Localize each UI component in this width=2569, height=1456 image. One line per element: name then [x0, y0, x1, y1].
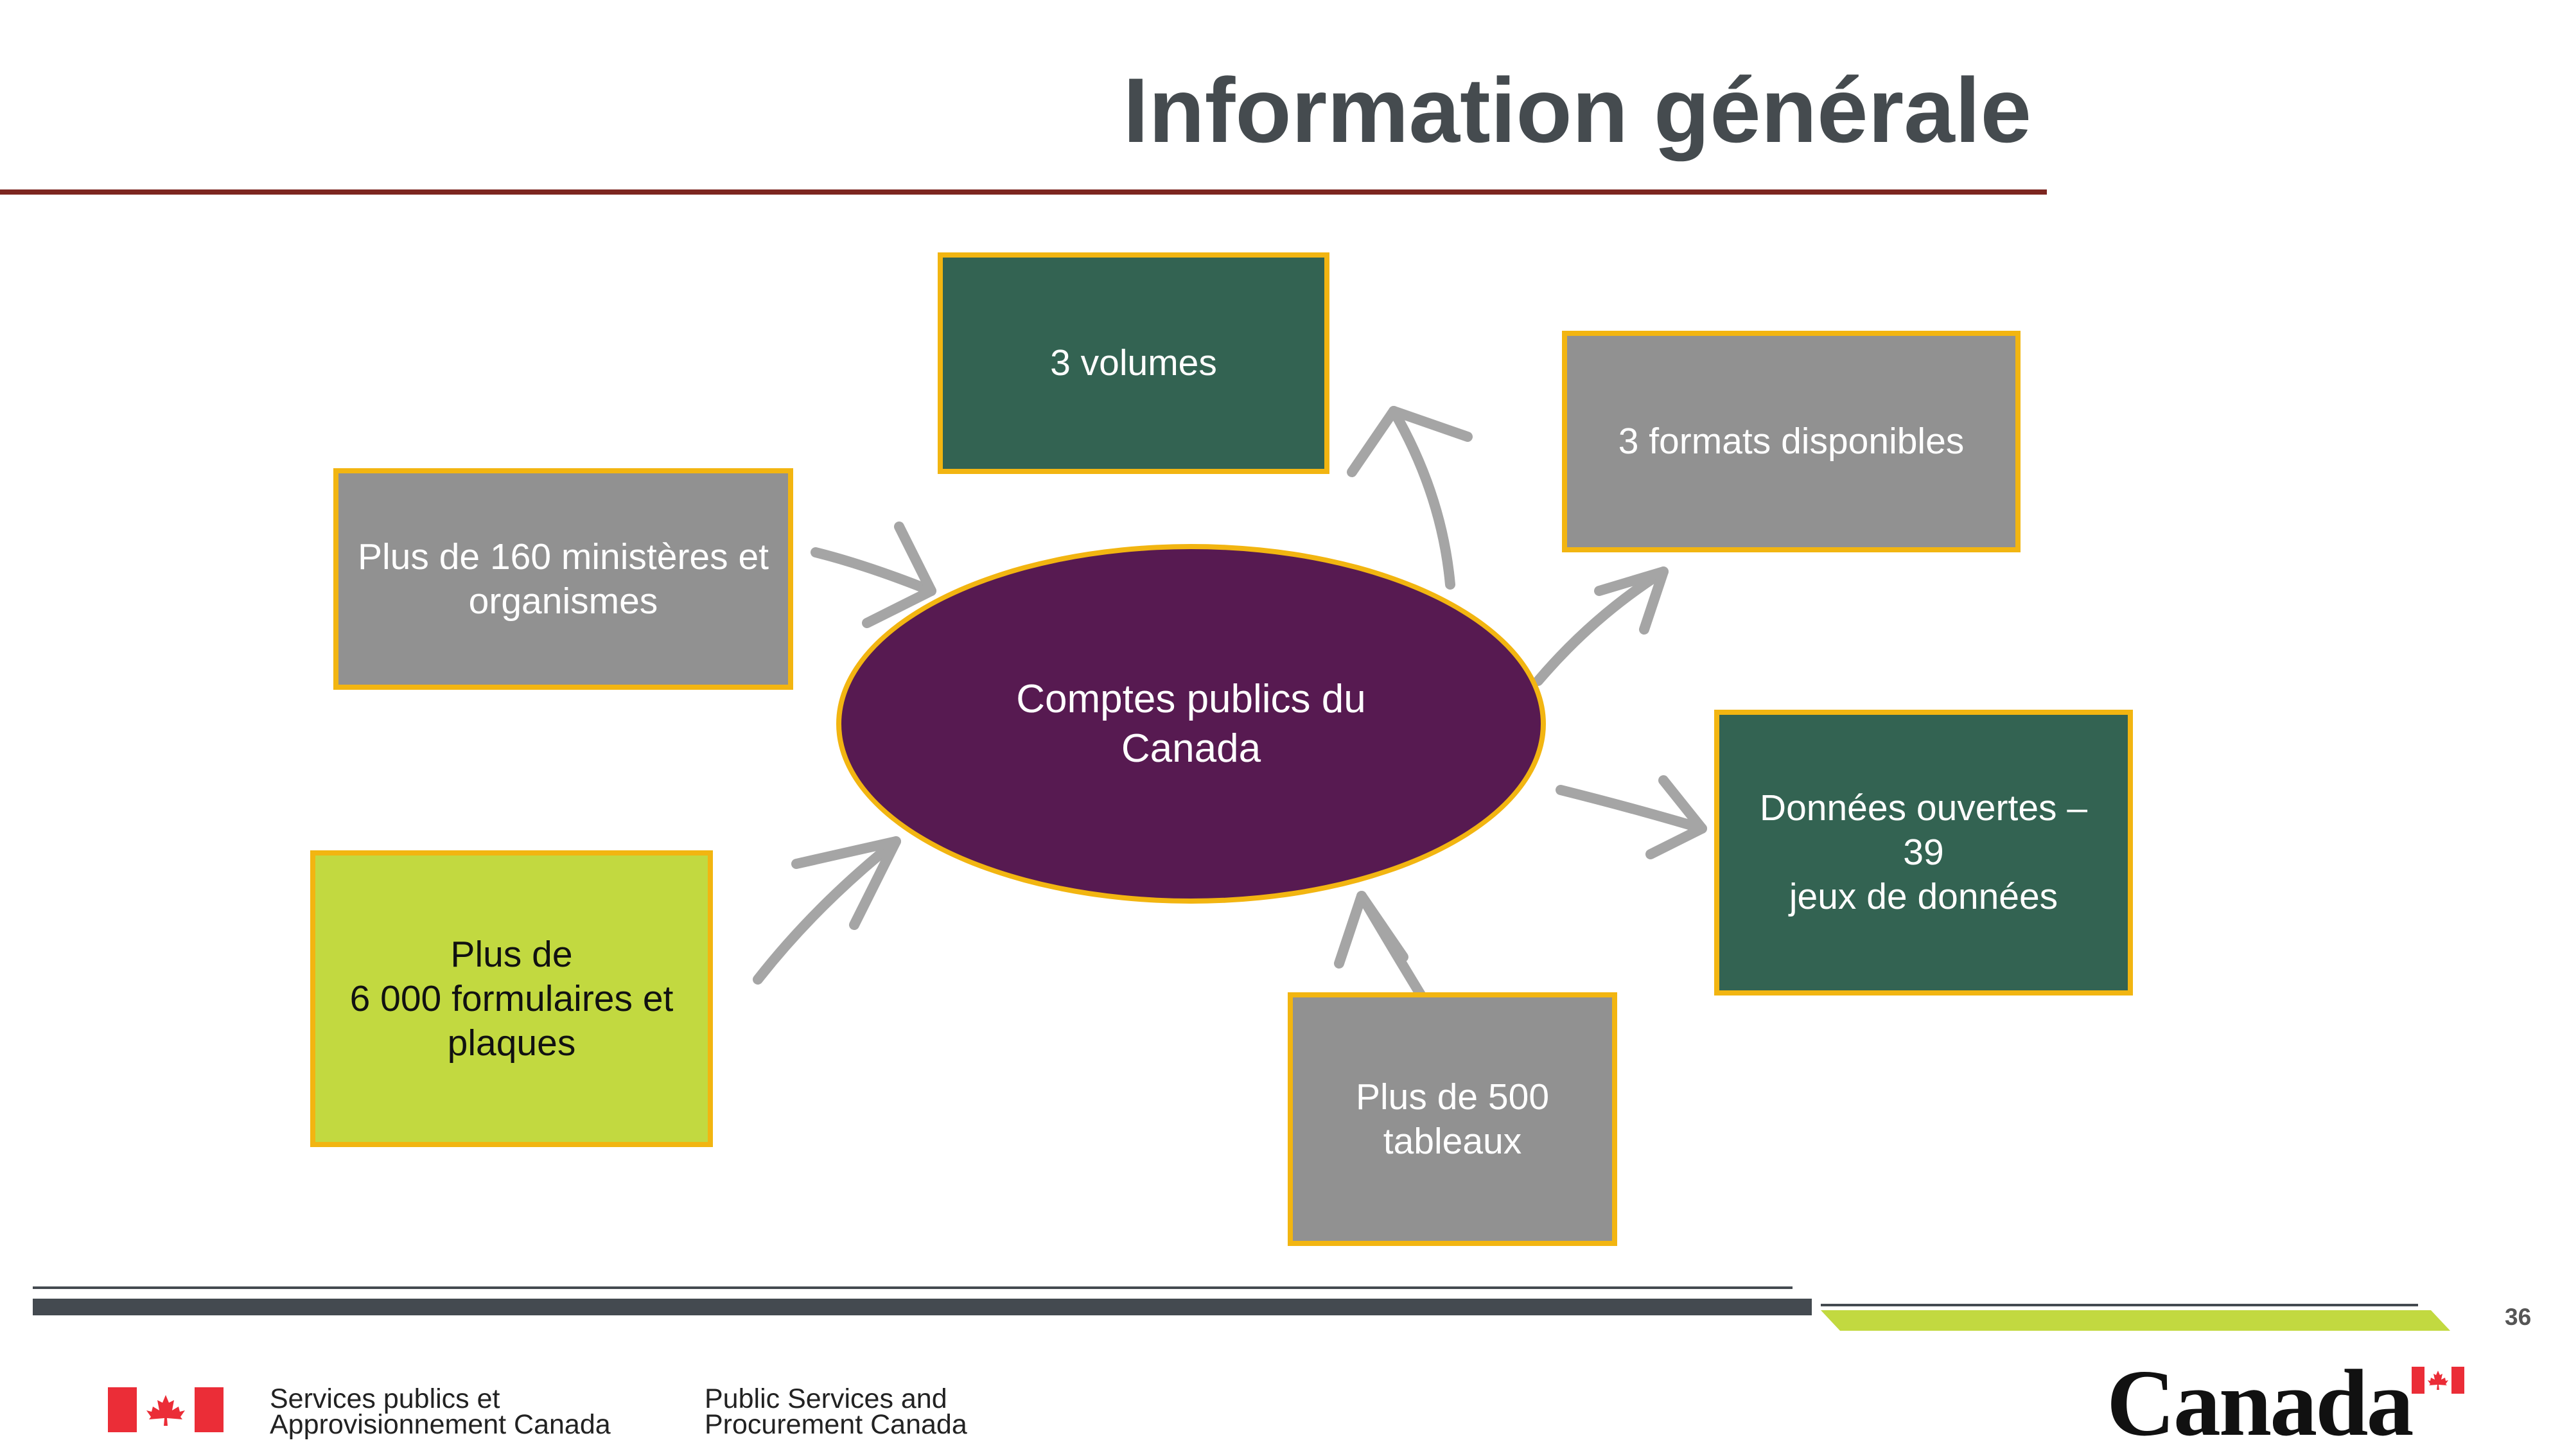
arrow-icon	[1645, 775, 1707, 859]
page-title: Information générale	[1123, 60, 2031, 162]
canada-wordmark: Canada	[2107, 1351, 2414, 1456]
maple-leaf-icon	[146, 1395, 185, 1426]
node-label: 3 volumes	[1050, 342, 1217, 383]
arrow-icon	[753, 836, 901, 985]
node-tableaux: Plus de 500 tableaux	[1288, 992, 1617, 1246]
arrow-icon	[862, 522, 936, 628]
department-name-fr: Services publics et Approvisionnement Ca…	[270, 1383, 611, 1440]
center-node-comptes-publics: Comptes publics du Canada	[836, 544, 1546, 904]
node-donnees-ouvertes: Données ouvertes – 39 jeux de données	[1714, 710, 2133, 996]
page-number: 36	[2505, 1304, 2532, 1330]
node-label: 3 formats disponibles	[1618, 421, 1965, 462]
arrow-icon	[1347, 406, 1473, 477]
arrow-icon	[791, 836, 901, 930]
node-ministeres: Plus de 160 ministères et organismes	[333, 468, 793, 690]
arrow-icon	[1389, 406, 1455, 590]
footer-thin-line-right	[1821, 1304, 2418, 1306]
title-divider	[0, 189, 2047, 195]
canada-flag-icon	[108, 1387, 224, 1432]
arrow-icon	[1334, 891, 1408, 969]
footer-thick-line	[33, 1299, 1812, 1315]
footer-lime-bar	[1821, 1310, 2450, 1331]
center-node-label: Comptes publics du Canada	[1016, 677, 1366, 771]
node-3-formats: 3 formats disponibles	[1562, 331, 2021, 552]
arrow-icon	[1594, 566, 1669, 635]
node-label: Plus de 500 tableaux	[1355, 1076, 1550, 1162]
node-label: Données ouvertes – 39 jeux de données	[1759, 787, 2088, 917]
node-3-volumes: 3 volumes	[938, 252, 1329, 474]
footer-thin-line	[33, 1286, 1793, 1289]
canada-wordmark-flag-icon	[2412, 1367, 2464, 1394]
department-name-en: Public Services and Procurement Canada	[705, 1383, 967, 1440]
node-label: Plus de 160 ministères et organismes	[358, 536, 769, 622]
node-label: Plus de 6 000 formulaires et plaques	[349, 933, 674, 1064]
arrow-icon	[1533, 566, 1669, 686]
arrow-icon	[1556, 785, 1707, 834]
node-formulaires: Plus de 6 000 formulaires et plaques	[310, 850, 713, 1147]
arrow-icon	[811, 547, 936, 596]
